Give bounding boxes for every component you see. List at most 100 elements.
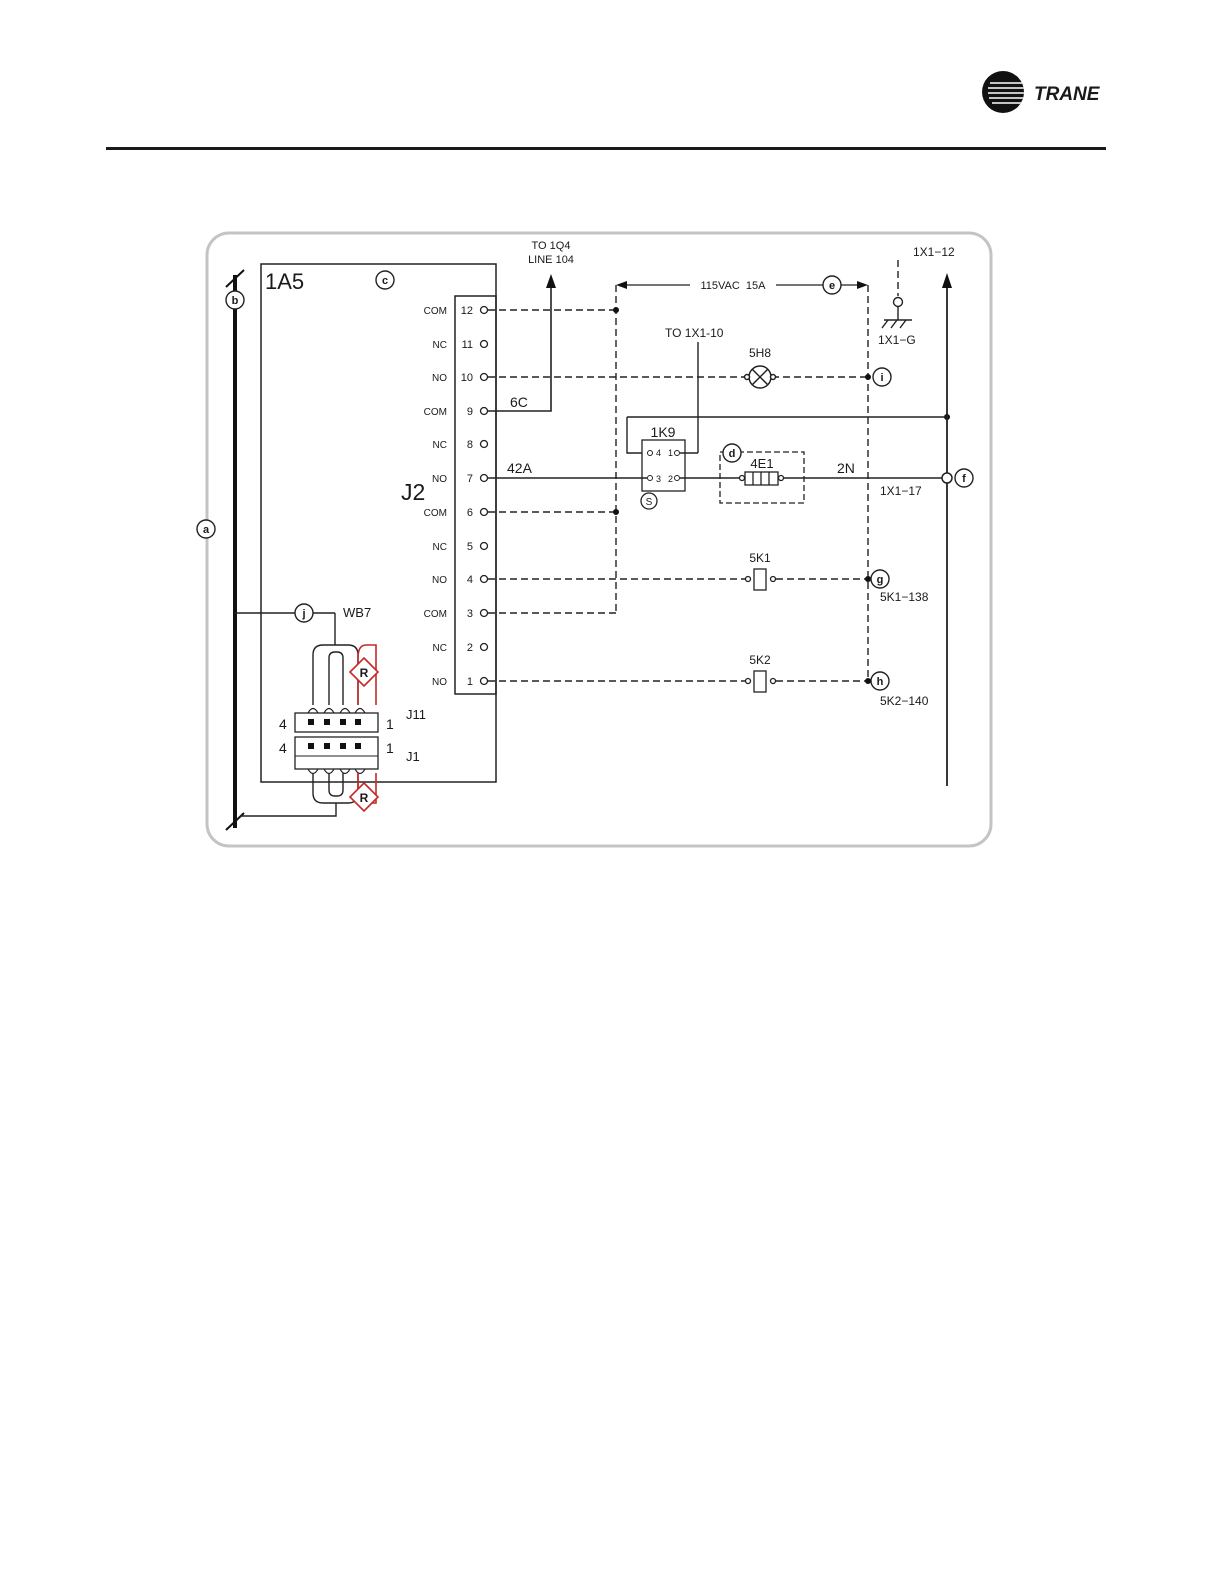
pin-number: 12: [461, 305, 473, 317]
coil-5k2-ref: 5K2−140: [880, 694, 929, 708]
pin-terminal: [481, 475, 488, 482]
coil-5k1-label: 5K1: [749, 551, 771, 565]
resistor-label: R: [360, 791, 369, 805]
callout-h-text: h: [877, 676, 884, 688]
callout-s: S: [641, 493, 657, 509]
j1-pin1: 1: [386, 740, 394, 756]
connector-j1: [295, 737, 378, 774]
to-1x1-10-label: TO 1X1-10: [665, 326, 724, 340]
pin-type: NC: [433, 643, 447, 654]
callout-d-text: d: [729, 448, 736, 460]
pin-terminal: [481, 644, 488, 651]
connector-j11: [295, 709, 378, 733]
wire-2n-label: 2N: [837, 460, 855, 476]
j11-pin1: 1: [386, 716, 394, 732]
pin-number: 2: [467, 642, 473, 654]
pin-type: COM: [424, 609, 447, 620]
wire-42a-label: 42A: [507, 460, 533, 476]
pin-type: NC: [433, 542, 447, 553]
pin-number: 8: [467, 439, 473, 451]
heater-label: 4E1: [750, 456, 773, 471]
pin-type: NO: [432, 677, 447, 688]
pin-terminal: [481, 543, 488, 550]
x1-g-label: 1X1−G: [878, 333, 916, 347]
pin-2: NC 2: [433, 642, 488, 654]
j11-pin4: 4: [279, 716, 287, 732]
pin-type: NO: [432, 575, 447, 586]
pin-type: COM: [424, 407, 447, 418]
wire-relay-feed: [627, 417, 642, 453]
relay-pin3: 3: [656, 474, 661, 484]
pin-type: NO: [432, 373, 447, 384]
pin-terminal: [481, 374, 488, 381]
coil-5k2: [746, 671, 776, 692]
pin-type: NO: [432, 474, 447, 485]
pin-11: NC 11: [433, 339, 488, 351]
board-label: 1A5: [265, 269, 304, 294]
heater-4e1: [740, 472, 784, 485]
pin-number: 5: [467, 541, 473, 553]
callout-i: i: [873, 368, 891, 386]
j11-label: J11: [406, 707, 426, 722]
callout-c: c: [376, 271, 394, 289]
callout-d: d: [723, 444, 741, 462]
x1-17-label: 1X1−17: [880, 484, 922, 498]
pin-4: NO 4: [432, 574, 488, 586]
harness-lower: [240, 773, 358, 816]
wire-6c: [488, 285, 551, 411]
lamp-5h8: [745, 366, 776, 388]
coil-5k1-ref: 5K1−138: [880, 590, 929, 604]
j2-terminal-strip: [455, 296, 496, 694]
pin-5: NC 5: [433, 541, 488, 553]
callout-b-text: b: [232, 295, 239, 307]
pin-number: 11: [462, 339, 473, 351]
pin-terminal: [481, 341, 488, 348]
pin-10: NO 10: [432, 372, 488, 384]
connector-j2-label: J2: [401, 479, 425, 505]
wire-6c-label: 6C: [510, 394, 528, 410]
pin-8: NC 8: [433, 439, 488, 451]
x1-12-label: 1X1−12: [913, 245, 955, 259]
terminal-1x1-17: [942, 473, 952, 483]
callout-j: j: [295, 604, 313, 622]
pin-number: 9: [467, 406, 473, 418]
to-1q4-label: TO 1Q4: [532, 240, 571, 252]
callout-f: f: [955, 469, 973, 487]
pin-type: COM: [424, 508, 447, 519]
j1-label: J1: [406, 749, 420, 764]
relay-label: 1K9: [651, 424, 676, 440]
callout-g-text: g: [877, 574, 884, 586]
voltage-label: 115VAC 15A: [700, 280, 766, 292]
callout-j-text: j: [301, 608, 305, 620]
to-1q4-line-label: LINE 104: [528, 254, 574, 266]
pin-terminal: [481, 678, 488, 685]
pin-terminal: [481, 441, 488, 448]
callout-a: a: [197, 520, 215, 538]
relay-pin4: 4: [656, 448, 661, 458]
callout-e-text: e: [829, 280, 835, 292]
pin-type: COM: [424, 306, 447, 317]
ground-symbol: [882, 298, 912, 329]
coil-5k2-label: 5K2: [749, 653, 771, 667]
arrow-1x1-12: [942, 273, 952, 288]
callout-g: g: [871, 570, 889, 588]
resistor-lower: R: [350, 783, 378, 811]
pin-7: NO 7: [432, 473, 488, 485]
coil-5k1: [746, 569, 776, 590]
callout-s-text: S: [646, 497, 653, 508]
dimension-arrow-left: [616, 281, 627, 289]
callout-i-text: i: [880, 372, 883, 384]
arrow-to-1q4: [546, 274, 556, 288]
pin-number: 6: [467, 507, 473, 519]
pin-type: NC: [433, 340, 447, 351]
pin-number: 7: [467, 473, 473, 485]
relay-1k9: [642, 440, 685, 491]
callout-a-text: a: [203, 524, 210, 536]
pin-number: 1: [467, 676, 473, 688]
resistor-label: R: [360, 666, 369, 680]
pin-type: NC: [433, 440, 447, 451]
callout-e: e: [823, 276, 841, 294]
dimension-arrow-right: [857, 281, 868, 289]
pin-terminal: [481, 610, 488, 617]
